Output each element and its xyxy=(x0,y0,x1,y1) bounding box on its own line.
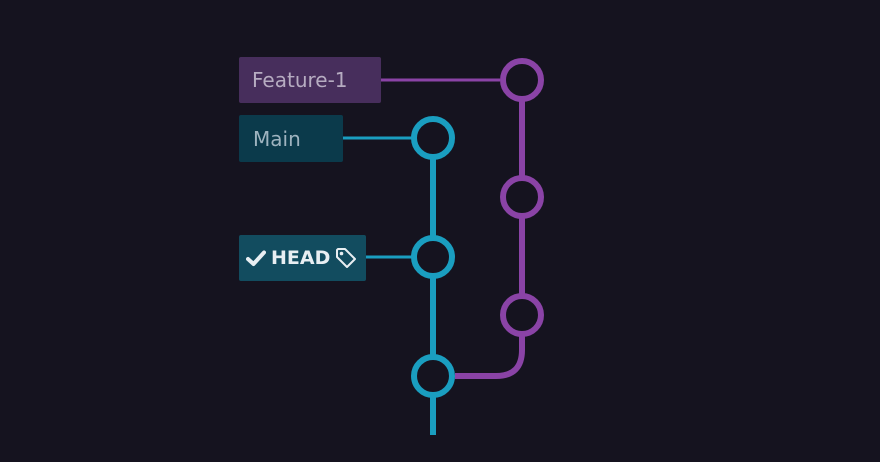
feature-branch-line xyxy=(455,100,525,379)
head-label-text: HEAD xyxy=(271,247,331,269)
main-commit-node[interactable] xyxy=(411,235,455,279)
feature-commit-node[interactable] xyxy=(500,58,544,102)
feature-commit-node[interactable] xyxy=(500,293,544,337)
feature-commit-node[interactable] xyxy=(500,175,544,219)
main-branch-label-text: Main xyxy=(253,126,301,151)
feature-branch-label-text: Feature-1 xyxy=(252,68,348,92)
head-label[interactable]: HEAD xyxy=(239,235,366,281)
tag-icon xyxy=(335,247,357,269)
main-commit-node[interactable] xyxy=(411,116,455,160)
main-commit-node[interactable] xyxy=(411,354,455,398)
check-icon xyxy=(246,249,266,267)
main-branch-label[interactable]: Main xyxy=(239,115,343,162)
feature-branch-label[interactable]: Feature-1 xyxy=(239,57,381,103)
